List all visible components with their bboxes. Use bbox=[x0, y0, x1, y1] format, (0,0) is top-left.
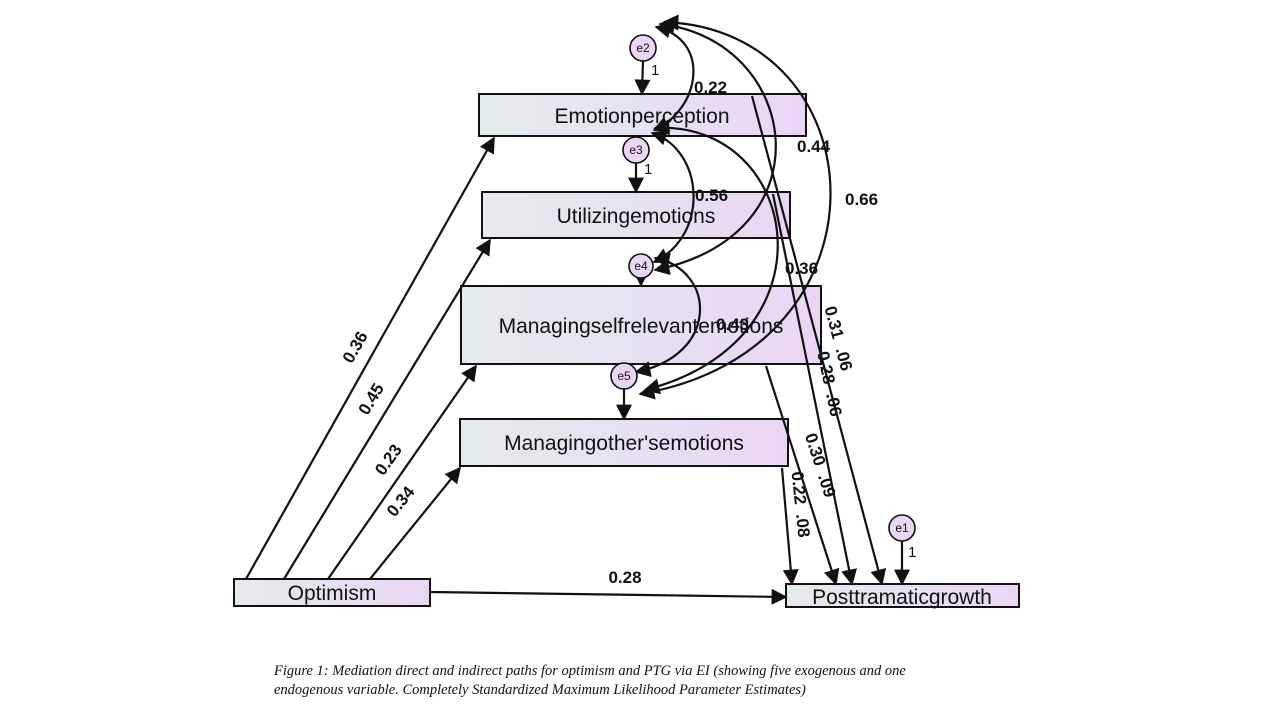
path-optimism-managing-self bbox=[327, 364, 477, 580]
path-optimism-emotion-perception bbox=[245, 136, 495, 580]
figure-caption: Figure 1: Mediation direct and indirect … bbox=[274, 662, 1034, 700]
coef-cov-e4-e5: 0.43 bbox=[716, 315, 749, 334]
coef-cov-e3-e5: 0.36 bbox=[785, 259, 818, 278]
coef-mo-ptg: 0.22 .08 bbox=[788, 471, 814, 539]
coef-cov-e2-e4: 0.44 bbox=[797, 137, 831, 156]
path-optimism-managing-other bbox=[369, 466, 462, 580]
caption-line-2: endogenous variable. Completely Standard… bbox=[274, 682, 806, 698]
error-e3-label: e3 bbox=[629, 143, 643, 157]
cov-e3-e5 bbox=[643, 119, 779, 395]
path-managing-self-ptg bbox=[764, 365, 840, 586]
error-e2-weight: 1 bbox=[651, 62, 659, 79]
path-optimism-utilizing-emotions bbox=[283, 238, 491, 580]
box-optimism bbox=[233, 578, 431, 607]
coef-opt-ptg: 0.28 bbox=[608, 568, 641, 587]
error-e3-weight: 1 bbox=[644, 161, 652, 178]
coef-opt-mo: 0.34 bbox=[383, 482, 419, 520]
path-emotion-perception-ptg bbox=[750, 95, 887, 586]
error-e2-label: e2 bbox=[636, 41, 650, 55]
error-e2-path bbox=[634, 60, 651, 96]
path-managing-other-ptg bbox=[780, 467, 799, 586]
cov-e2-e5 bbox=[638, 14, 832, 400]
label-ptg: Posttramaticgrowth bbox=[812, 586, 992, 609]
path-optimism-ptg bbox=[429, 588, 788, 605]
label-managing-other: Managingother'semotions bbox=[504, 432, 744, 455]
error-e4-label: e4 bbox=[634, 259, 648, 273]
error-e1-weight: 1 bbox=[908, 544, 916, 561]
cov-e2-e4 bbox=[653, 17, 777, 276]
path-utilizing-emotions-ptg bbox=[771, 193, 857, 586]
coef-opt-ue: 0.45 bbox=[355, 380, 388, 418]
error-e1-label: e1 bbox=[895, 521, 909, 535]
caption-line-1: Figure 1: Mediation direct and indirect … bbox=[274, 663, 906, 679]
coef-cov-e3-e4: 0.56 bbox=[695, 186, 728, 205]
coef-cov-e2-e5: 0.66 bbox=[845, 190, 878, 209]
label-emotion-perception: Emotionperception bbox=[554, 105, 729, 128]
error-e5-label: e5 bbox=[617, 369, 631, 383]
label-optimism: Optimism bbox=[288, 582, 377, 605]
coef-opt-ep: 0.36 bbox=[339, 328, 372, 366]
coef-cov-e2-e3: 0.22 bbox=[694, 78, 727, 97]
